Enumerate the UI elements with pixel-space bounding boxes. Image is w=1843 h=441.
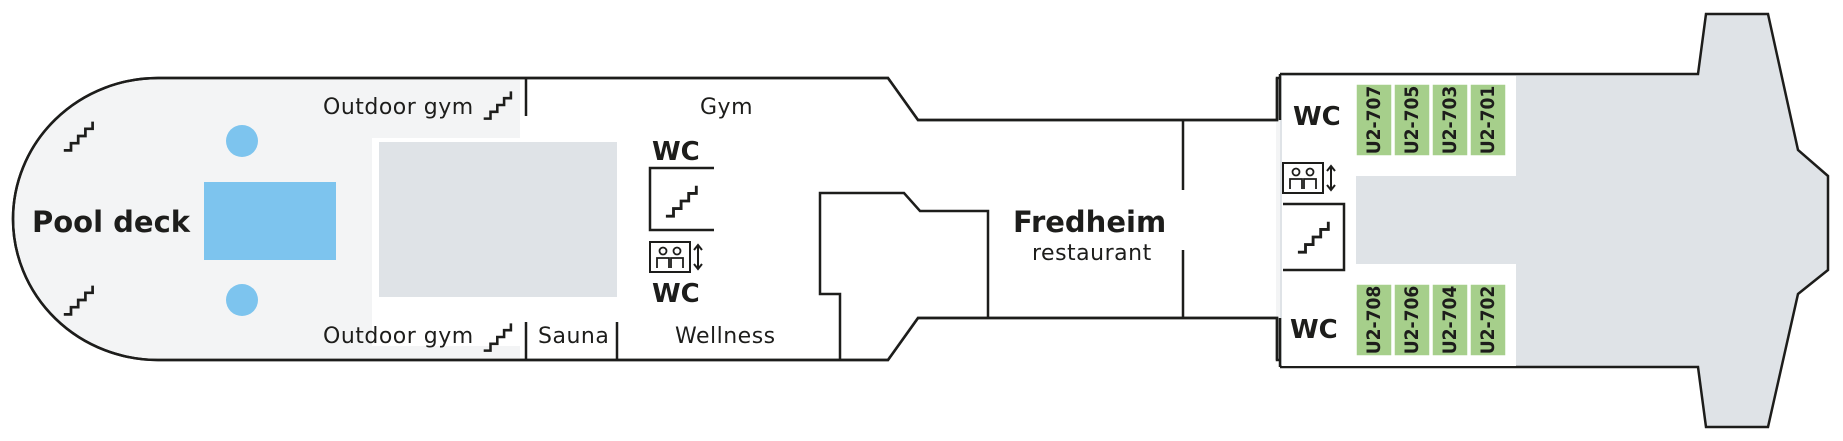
cabins-top-group: U2-707 U2-705 U2-703 U2-701: [1355, 83, 1507, 157]
label-pool-deck: Pool deck: [32, 205, 191, 239]
label-wellness: Wellness: [675, 324, 776, 349]
aft-light-band: [1282, 160, 1516, 166]
elevator-icon: [649, 241, 703, 273]
stair-enclosure-mid: [648, 166, 714, 232]
cabins-bottom-group: U2-708 U2-706 U2-704 U2-702: [1355, 283, 1507, 357]
elevator-icon: [1282, 162, 1336, 194]
label-gym: Gym: [700, 95, 753, 120]
cabin-block: [1431, 83, 1469, 157]
cabin-block: [1393, 83, 1431, 157]
label-wc-mid-bottom: WC: [652, 279, 700, 309]
label-restaurant-name: Fredheim: [1013, 205, 1166, 239]
cabin-number: U2-705: [1401, 86, 1423, 155]
pool-round-left-bottom: [226, 284, 258, 316]
aft-hull-outline: [1280, 12, 1830, 429]
cabin-number: U2-707: [1363, 86, 1385, 155]
label-restaurant-sub: restaurant: [1032, 241, 1152, 266]
stair-enclosure-aft: [1283, 202, 1346, 272]
aft-gray-block: [1356, 176, 1518, 264]
cabin-block: [1355, 83, 1393, 157]
cabin-block: [1469, 283, 1507, 357]
label-outdoor-gym-bottom: Outdoor gym: [323, 324, 474, 349]
label-sauna: Sauna: [538, 324, 609, 349]
label-wc-mid-top: WC: [652, 137, 700, 167]
cabin-number: U2-704: [1439, 286, 1461, 355]
cabin-block: [1431, 283, 1469, 357]
cabin-number: U2-702: [1477, 286, 1499, 355]
label-wc-aft-bottom: WC: [1290, 315, 1338, 345]
cabin-block: [1469, 83, 1507, 157]
hull-walls: [11, 76, 1279, 362]
indoor-area-gray: [379, 142, 617, 297]
cabin-number: U2-701: [1477, 86, 1499, 155]
cabin-number: U2-708: [1363, 286, 1385, 355]
cabin-block: [1393, 283, 1431, 357]
label-wc-aft-top: WC: [1293, 102, 1341, 132]
pool: [204, 182, 336, 260]
cabin-number: U2-706: [1401, 286, 1423, 355]
cabin-block: [1355, 283, 1393, 357]
service-room-outline: [818, 191, 990, 360]
cabin-number: U2-703: [1439, 86, 1461, 155]
label-outdoor-gym-top: Outdoor gym: [323, 95, 474, 120]
pool-round-left-top: [226, 125, 258, 157]
